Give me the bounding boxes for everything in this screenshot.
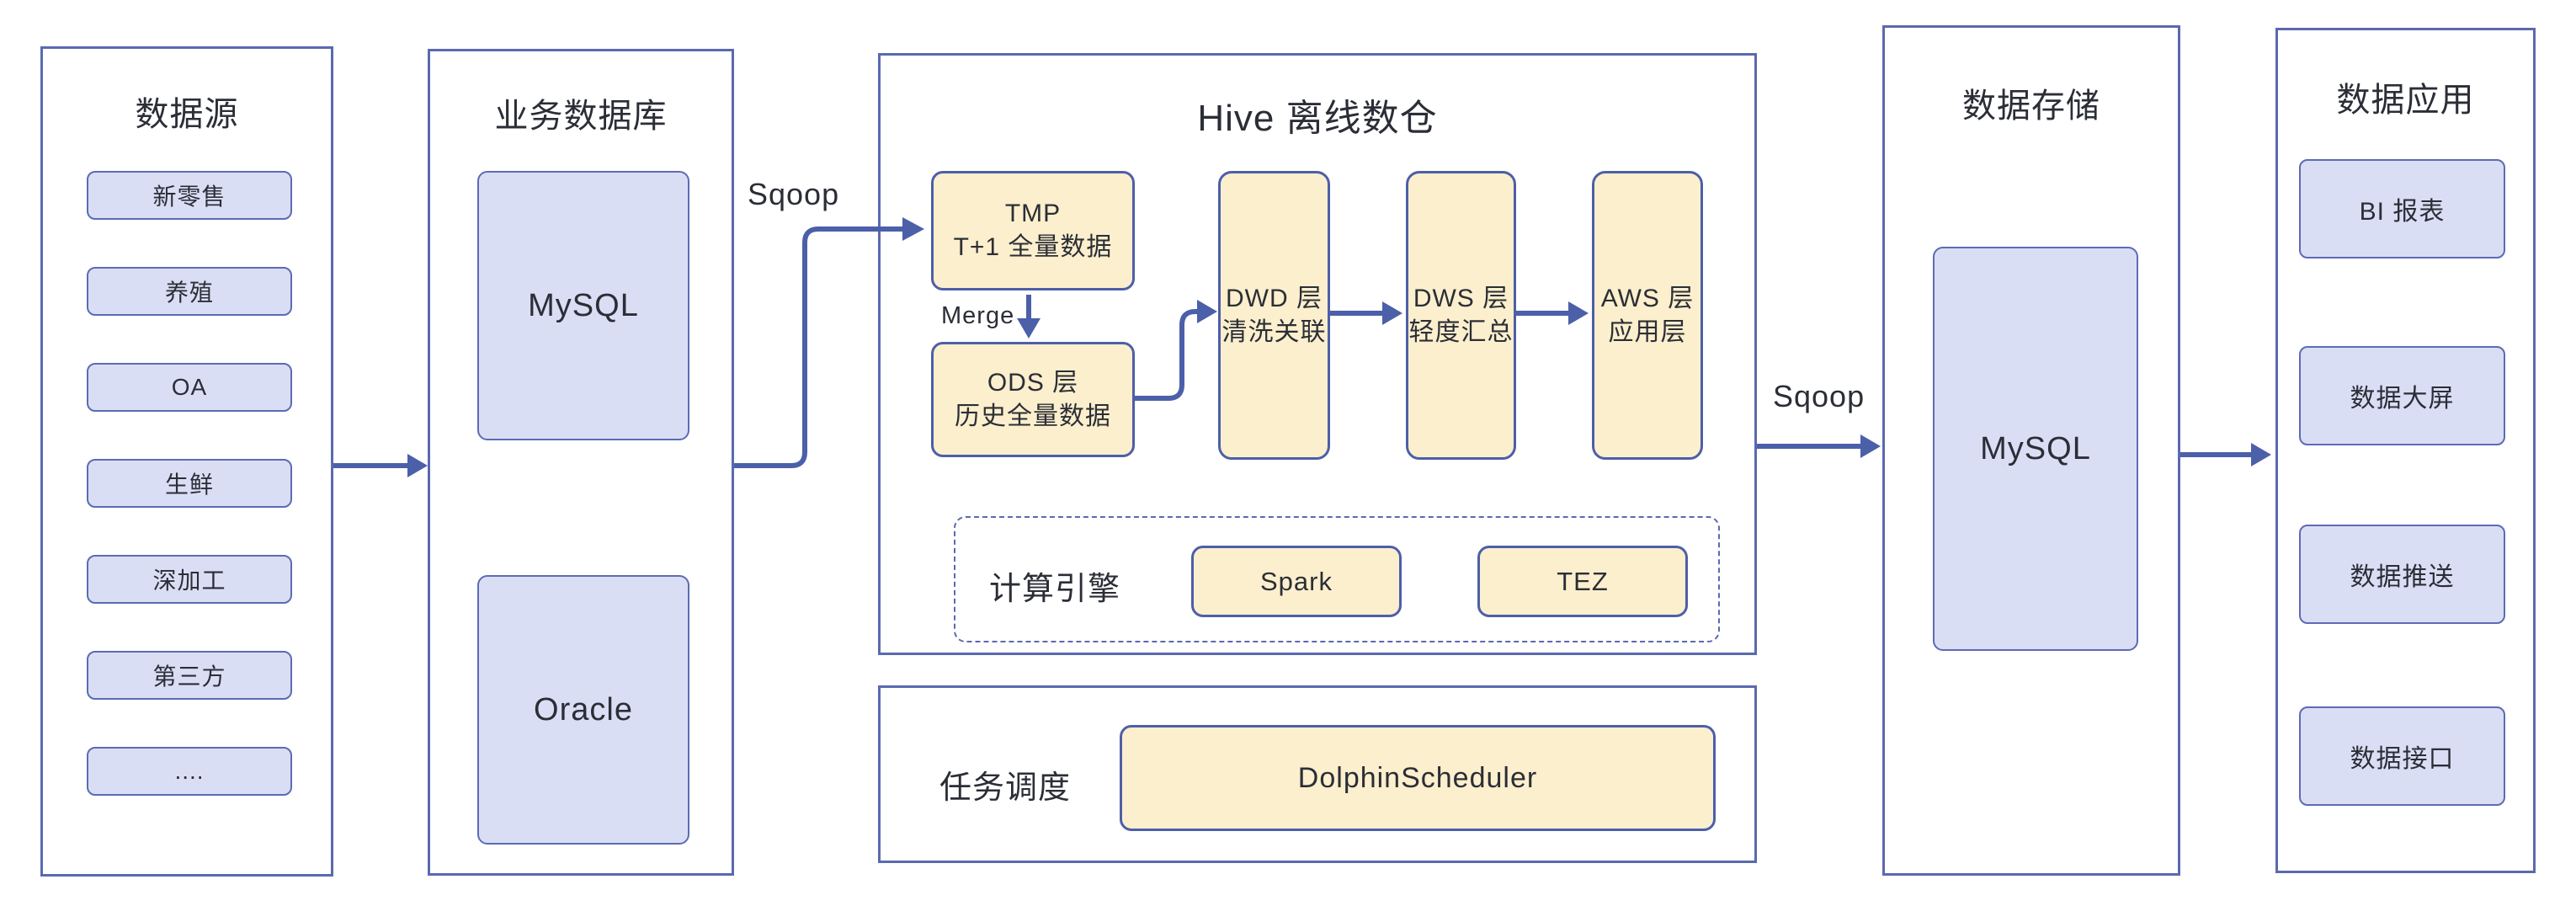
arrow-sqoop-businessdb-to-hive <box>734 226 902 468</box>
arrowhead <box>1860 434 1881 458</box>
merge-label: Merge <box>941 302 1015 329</box>
hive-node-ods: ODS 层 历史全量数据 <box>931 342 1135 457</box>
panel-title-hive: Hive 离线数仓 <box>1197 98 1438 139</box>
node-mysql-source: MySQL <box>477 171 689 440</box>
hive-node-tmp-line1: TMP <box>1004 200 1062 227</box>
node-mysql-storage: MySQL <box>1933 247 2138 651</box>
hive-node-aws: AWS 层 应用层 <box>1592 171 1703 460</box>
hive-node-ods-line1: ODS 层 <box>987 368 1079 397</box>
panel-title-data-storage: 数据存储 <box>1962 88 2100 125</box>
app-item: 数据大屏 <box>2299 346 2505 445</box>
source-item: 第三方 <box>87 651 292 700</box>
engine-node-tez: TEZ <box>1477 546 1688 617</box>
task-scheduler-label: 任务调度 <box>939 770 1072 806</box>
panel-hive-warehouse: Hive 离线数仓 TMP T+1 全量数据 Merge ODS 层 历史全量数… <box>878 53 1757 655</box>
hive-node-dws-line2: 轻度汇总 <box>1408 317 1514 346</box>
panel-task-scheduler: 任务调度 DolphinScheduler <box>878 685 1757 863</box>
source-item: 生鲜 <box>87 459 292 508</box>
panel-data-apps: 数据应用 BI 报表 数据大屏 数据推送 数据接口 <box>2275 28 2536 873</box>
source-item: OA <box>87 363 292 412</box>
sqoop-label-out: Sqoop <box>1773 379 1865 413</box>
hive-node-dwd-line1: DWD 层 <box>1226 284 1323 312</box>
panel-title-data-apps: 数据应用 <box>2336 82 2475 119</box>
hive-node-tmp-line2: T+1 全量数据 <box>953 233 1113 261</box>
source-item: 深加工 <box>87 555 292 604</box>
hive-node-ods-line2: 历史全量数据 <box>955 402 1111 430</box>
panel-data-storage: 数据存储 MySQL <box>1882 25 2180 876</box>
engine-node-spark: Spark <box>1191 546 1402 617</box>
hive-node-tmp: TMP T+1 全量数据 <box>931 171 1135 290</box>
sqoop-label-in: Sqoop <box>748 177 840 211</box>
app-item: BI 报表 <box>2299 159 2505 258</box>
source-item: .... <box>87 747 292 796</box>
hive-node-dwd-line2: 清洗关联 <box>1221 317 1327 346</box>
hive-node-dws-line1: DWS 层 <box>1413 284 1509 312</box>
compute-engine-group: 计算引擎 Spark TEZ <box>954 516 1720 642</box>
panel-business-db: 业务数据库 MySQL Oracle <box>428 49 734 876</box>
hive-node-dwd: DWD 层 清洗关联 <box>1218 171 1330 460</box>
panel-data-sources: 数据源 新零售 养殖 OA 生鲜 深加工 第三方 .... <box>40 46 333 877</box>
arrowhead <box>2251 443 2271 466</box>
panel-title-business-db: 业务数据库 <box>494 98 668 135</box>
hive-node-aws-line2: 应用层 <box>1608 317 1687 346</box>
node-dolphinscheduler: DolphinScheduler <box>1120 725 1716 831</box>
source-item: 新零售 <box>87 171 292 220</box>
app-item: 数据推送 <box>2299 525 2505 624</box>
node-oracle-source: Oracle <box>477 575 689 845</box>
source-item: 养殖 <box>87 267 292 316</box>
arrowhead <box>407 454 428 477</box>
panel-title-data-sources: 数据源 <box>135 96 239 133</box>
compute-engine-label: 计算引擎 <box>989 572 1121 607</box>
hive-node-dws: DWS 层 轻度汇总 <box>1406 171 1516 460</box>
hive-node-aws-line1: AWS 层 <box>1600 284 1695 312</box>
app-item: 数据接口 <box>2299 706 2505 806</box>
